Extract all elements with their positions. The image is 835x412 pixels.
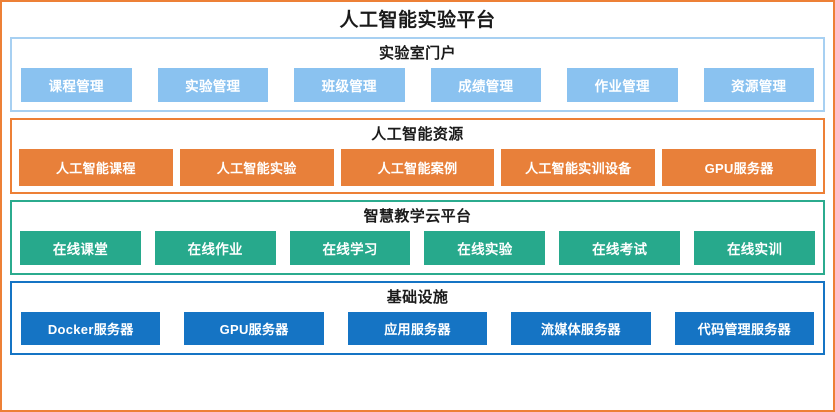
chip-row-ai-resource: 人工智能课程 人工智能实验 人工智能案例 人工智能实训设备 GPU服务器	[17, 149, 818, 186]
chip-row-cloud-platform: 在线课堂 在线作业 在线学习 在线实验 在线考试 在线实训	[17, 231, 818, 267]
chip-cloud-4[interactable]: 在线考试	[559, 231, 681, 265]
section-title-infrastructure: 基础设施	[386, 289, 449, 306]
chip-cloud-1[interactable]: 在线作业	[154, 231, 276, 265]
chip-infra-1[interactable]: GPU服务器	[184, 312, 324, 345]
chip-resource-1[interactable]: 人工智能实验	[179, 149, 334, 186]
chip-cloud-5[interactable]: 在线实训	[694, 231, 815, 265]
page-title: 人工智能实验平台	[339, 10, 496, 31]
chip-row-infrastructure: Docker服务器 GPU服务器 应用服务器 流媒体服务器 代码管理服务器	[17, 312, 818, 347]
chip-cloud-2[interactable]: 在线学习	[289, 231, 411, 265]
section-title-ai-resource: 人工智能资源	[371, 126, 464, 143]
chip-portal-4[interactable]: 作业管理	[567, 68, 678, 102]
chip-cloud-3[interactable]: 在线实验	[424, 231, 546, 265]
section-title-portal: 实验室门户	[378, 45, 456, 62]
chip-infra-4[interactable]: 代码管理服务器	[674, 312, 815, 345]
chip-row-portal: 课程管理 实验管理 班级管理 成绩管理 作业管理 资源管理	[17, 68, 818, 104]
chip-cloud-0[interactable]: 在线课堂	[20, 231, 141, 265]
chip-portal-5[interactable]: 资源管理	[703, 68, 814, 102]
chip-portal-3[interactable]: 成绩管理	[430, 68, 541, 102]
chip-infra-0[interactable]: Docker服务器	[21, 312, 161, 345]
chip-resource-3[interactable]: 人工智能实训设备	[501, 149, 656, 186]
chip-resource-4[interactable]: GPU服务器	[662, 149, 816, 186]
chip-portal-1[interactable]: 实验管理	[157, 68, 268, 102]
chip-portal-0[interactable]: 课程管理	[21, 68, 132, 102]
section-ai-resource: 人工智能资源 人工智能课程 人工智能实验 人工智能案例 人工智能实训设备 GPU…	[10, 118, 825, 194]
chip-portal-2[interactable]: 班级管理	[294, 68, 405, 102]
section-title-cloud-platform: 智慧教学云平台	[363, 208, 472, 225]
chip-resource-0[interactable]: 人工智能课程	[19, 149, 173, 186]
section-cloud-platform: 智慧教学云平台 在线课堂 在线作业 在线学习 在线实验 在线考试 在线实训	[10, 200, 825, 275]
chip-infra-2[interactable]: 应用服务器	[347, 312, 488, 345]
chip-infra-3[interactable]: 流媒体服务器	[511, 312, 651, 345]
chip-resource-2[interactable]: 人工智能案例	[340, 149, 495, 186]
section-portal: 实验室门户 课程管理 实验管理 班级管理 成绩管理 作业管理 资源管理	[10, 37, 825, 112]
section-infrastructure: 基础设施 Docker服务器 GPU服务器 应用服务器 流媒体服务器 代码管理服…	[10, 281, 825, 355]
